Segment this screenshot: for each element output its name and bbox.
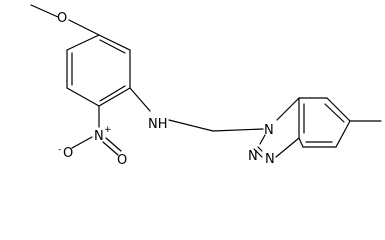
molecule-structure: O NH N + O O - N N N xyxy=(30,4,382,168)
bond-n3-n2 xyxy=(253,148,263,158)
bond-nh-ch2 xyxy=(168,119,214,132)
amine-nh-label: NH xyxy=(148,117,168,132)
bond-c7-c6-inner xyxy=(324,103,345,123)
nitro-oxygen-single-label: O xyxy=(63,146,73,161)
bond-ch2-n1 xyxy=(212,128,264,132)
bond-c3-nh xyxy=(129,87,151,112)
bond-c4-c5 xyxy=(66,87,100,107)
bond-c3a-n3 xyxy=(275,137,300,158)
bond-c1-c2 xyxy=(98,34,131,51)
bond-c7-c6 xyxy=(326,97,351,122)
nitro-oxygen-single-charge: - xyxy=(58,145,61,155)
triazole-n1-label: N xyxy=(264,123,274,138)
bond-c4-c3a xyxy=(298,137,304,148)
bond-c6-c5 xyxy=(335,120,351,148)
bond-nitro-n-o-single xyxy=(71,136,93,149)
nitro-nitrogen-label: N xyxy=(94,129,104,144)
triazole-n3-label: N xyxy=(265,152,275,167)
nitro-oxygen-double-label: O xyxy=(117,153,127,168)
bond-nitro-n-o-double-b xyxy=(102,141,119,156)
bond-c6-c1 xyxy=(66,34,100,51)
bond-n3-n2-inner xyxy=(257,146,263,152)
methoxy-oxygen-label: O xyxy=(57,11,67,26)
bond-nitro-n-o-double-a xyxy=(105,137,122,152)
bond-methyl-o xyxy=(30,4,59,18)
bond-o-c1 xyxy=(68,19,100,36)
bond-n1-c7a xyxy=(276,97,300,121)
bond-c3-c4 xyxy=(98,87,131,107)
bond-c1-c2-inner xyxy=(99,39,126,54)
triazole-n2-label: N xyxy=(248,149,258,164)
bond-c3-c4-inner xyxy=(99,85,126,102)
bond-n2-n1 xyxy=(259,134,266,145)
nitro-nitrogen-charge: + xyxy=(104,125,112,135)
